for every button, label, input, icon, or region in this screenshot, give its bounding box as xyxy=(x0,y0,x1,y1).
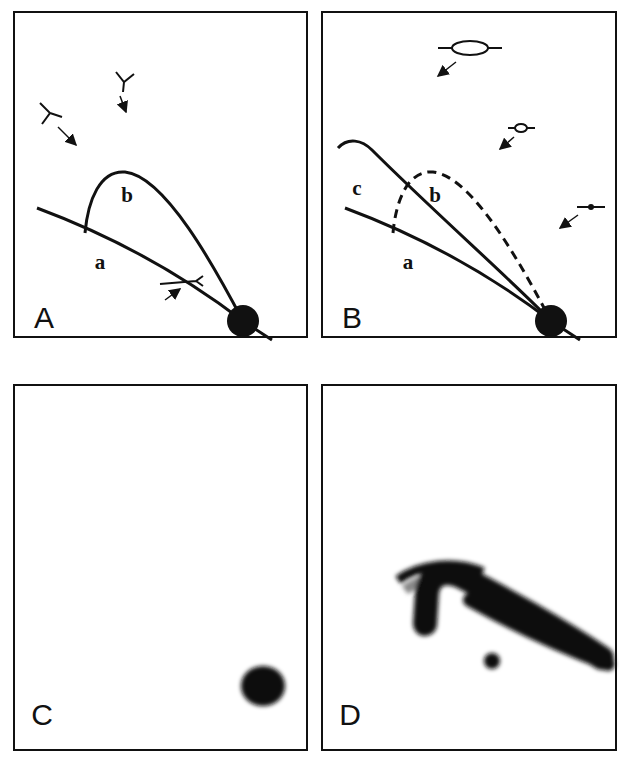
panel-letter: B xyxy=(342,303,362,333)
linear-spot xyxy=(227,305,259,337)
small-bubble-icon xyxy=(588,204,594,210)
gel-spot xyxy=(484,653,500,669)
pointer-arrow xyxy=(500,137,514,149)
arc-label: c xyxy=(352,178,361,199)
y-molecule-icon xyxy=(116,72,134,92)
pointer-arrow xyxy=(120,96,126,112)
panel-letter: A xyxy=(34,303,54,333)
linear-spot xyxy=(535,305,567,337)
arc-label: a xyxy=(403,252,414,273)
panel-frame xyxy=(322,12,616,337)
gel-spot xyxy=(241,666,285,706)
arc-label: a xyxy=(95,252,106,273)
arc-label: b xyxy=(429,185,441,206)
arc-b xyxy=(85,172,243,321)
bubble-molecule-icon xyxy=(452,41,488,55)
pointer-arrow xyxy=(560,215,578,228)
bubble-molecule-icon xyxy=(515,124,527,132)
pointer-arrow xyxy=(438,62,456,76)
arc-c xyxy=(338,141,551,321)
panel-frame xyxy=(322,385,616,750)
arc-a xyxy=(345,208,580,340)
panel-letter: C xyxy=(31,700,53,730)
pointer-arrow xyxy=(165,289,180,300)
pointer-arrow xyxy=(58,127,76,145)
panel-frame xyxy=(14,385,307,750)
arc-a xyxy=(37,208,272,340)
gel-autoradiograph xyxy=(398,565,608,669)
y-molecule-icon xyxy=(160,276,203,286)
arc-label: b xyxy=(121,185,133,206)
panel-letter: D xyxy=(339,700,361,730)
y-molecule-icon xyxy=(40,103,62,124)
panel-frame xyxy=(14,12,307,337)
